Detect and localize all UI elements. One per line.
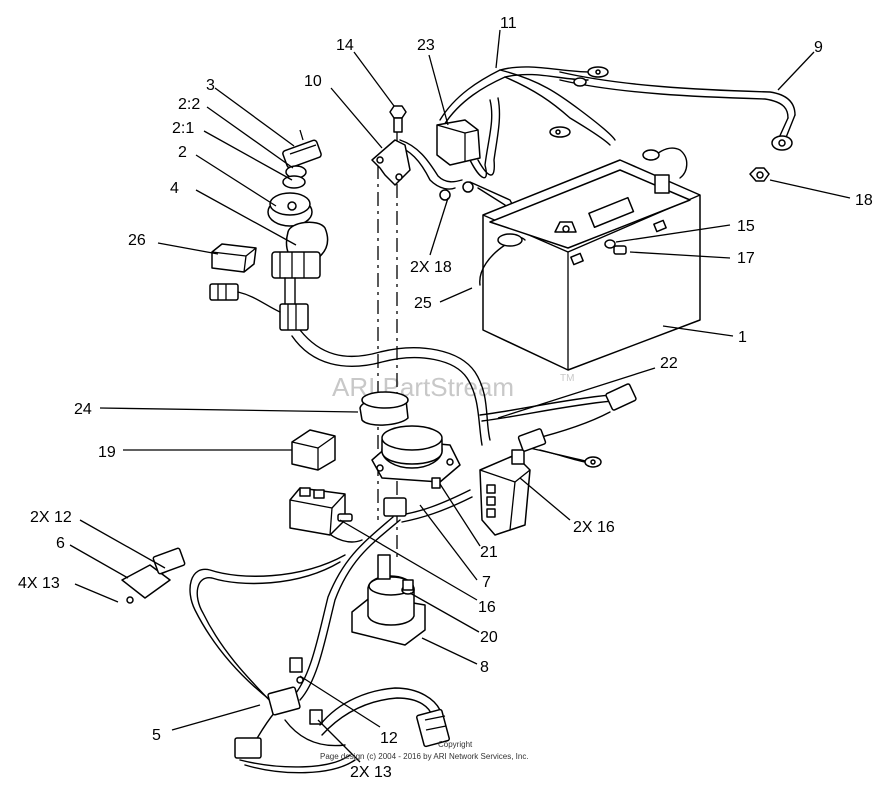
diode-module <box>211 243 257 273</box>
callout-12: 12 <box>380 730 398 747</box>
callout-1: 1 <box>738 329 747 346</box>
callout-16: 16 <box>478 599 496 616</box>
harness-connector-block <box>479 449 531 536</box>
callout-26: 26 <box>128 232 146 249</box>
starter-solenoid <box>351 554 426 646</box>
fuse-block <box>289 487 346 536</box>
bracket <box>371 139 411 186</box>
ignition-connectors <box>209 277 309 331</box>
callout-18: 18 <box>855 192 873 209</box>
seat-switch-connector <box>517 383 637 468</box>
callout-25: 25 <box>414 295 432 312</box>
callout-4: 4 <box>170 180 179 197</box>
wiring-harness <box>149 66 796 774</box>
callout-4x13: 4X 13 <box>18 575 60 592</box>
connector-12 <box>267 657 304 716</box>
switch-housing <box>271 221 329 279</box>
cable-terminal <box>642 149 660 161</box>
callout-2x13: 2X 13 <box>350 764 392 781</box>
ignition-key <box>282 129 322 169</box>
copyright-faint: Copyright <box>438 740 473 749</box>
terminal-nut <box>749 167 770 182</box>
ignition-washer <box>282 175 306 189</box>
callout-22: 22 <box>660 355 678 372</box>
callout-labels: 3 2:2 2:1 2 4 26 10 14 23 11 9 18 15 17 … <box>18 15 873 781</box>
callout-21: 21 <box>480 544 498 561</box>
cable-terminal-right <box>771 135 793 151</box>
callout-2-2: 2:2 <box>178 96 200 113</box>
callout-2x12: 2X 12 <box>30 509 72 526</box>
callout-2x16: 2X 16 <box>573 519 615 536</box>
center-connector <box>383 497 407 517</box>
callout-15: 15 <box>737 218 755 235</box>
callout-2-1: 2:1 <box>172 120 194 137</box>
connector-bottom-right <box>416 708 450 748</box>
ignition-switch <box>267 192 313 227</box>
callout-6: 6 <box>56 535 65 552</box>
callout-2x18: 2X 18 <box>410 259 452 276</box>
assembly-guide-lines <box>377 130 398 560</box>
hour-meter <box>371 425 461 483</box>
connector-5 <box>234 737 262 759</box>
nut-top <box>389 105 407 133</box>
relay <box>291 429 336 471</box>
fuse-screw <box>337 513 353 522</box>
copyright-notice: Page design (c) 2004 - 2016 by ARI Netwo… <box>320 752 529 761</box>
callout-14: 14 <box>336 37 354 54</box>
callout-10: 10 <box>304 73 322 90</box>
callout-17: 17 <box>737 250 755 267</box>
callout-20: 20 <box>480 629 498 646</box>
callout-8: 8 <box>480 659 489 676</box>
screw <box>431 477 441 489</box>
harness-terminals <box>549 66 609 138</box>
callout-23: 23 <box>417 37 435 54</box>
callout-11: 11 <box>500 15 517 32</box>
callout-2: 2 <box>178 144 187 161</box>
connector-left <box>121 547 186 604</box>
leader-lines <box>69 29 851 763</box>
callout-9: 9 <box>814 39 823 56</box>
callout-24: 24 <box>74 401 92 418</box>
callout-19: 19 <box>98 444 116 461</box>
callout-3: 3 <box>206 77 215 94</box>
ring-terminals <box>439 181 474 201</box>
watermark-tm: TM <box>560 373 574 384</box>
rod-boot <box>497 233 523 247</box>
washer <box>604 239 616 249</box>
callout-5: 5 <box>152 727 161 744</box>
callout-7: 7 <box>482 574 491 591</box>
bolt <box>613 245 627 255</box>
watermark: ARI PartStream <box>332 372 514 402</box>
fuse-holder <box>436 119 481 166</box>
battery <box>482 159 701 371</box>
terminal-boot <box>359 391 409 426</box>
